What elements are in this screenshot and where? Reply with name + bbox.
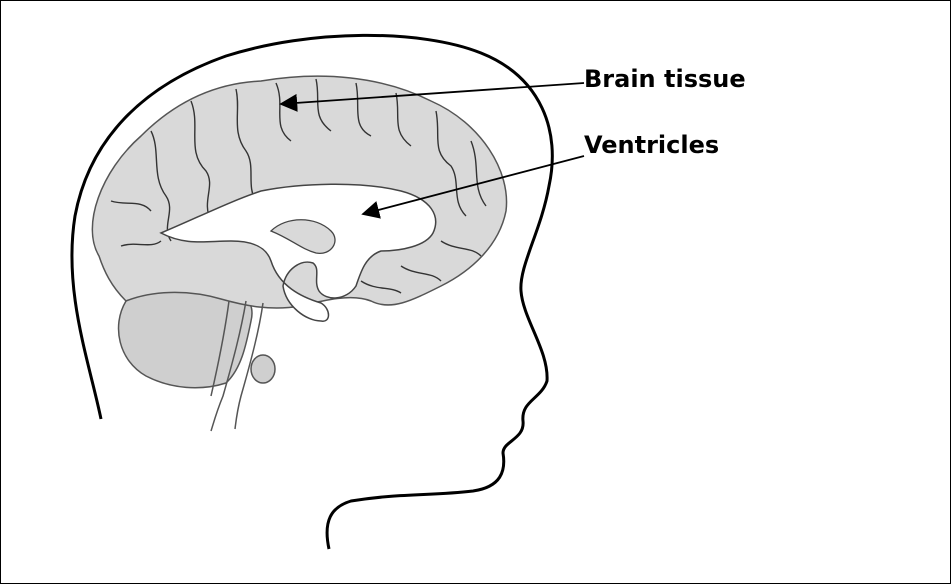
ventricles-label: Ventricles	[584, 133, 719, 157]
brain-tissue-label: Brain tissue	[584, 67, 746, 91]
pons	[251, 355, 275, 383]
